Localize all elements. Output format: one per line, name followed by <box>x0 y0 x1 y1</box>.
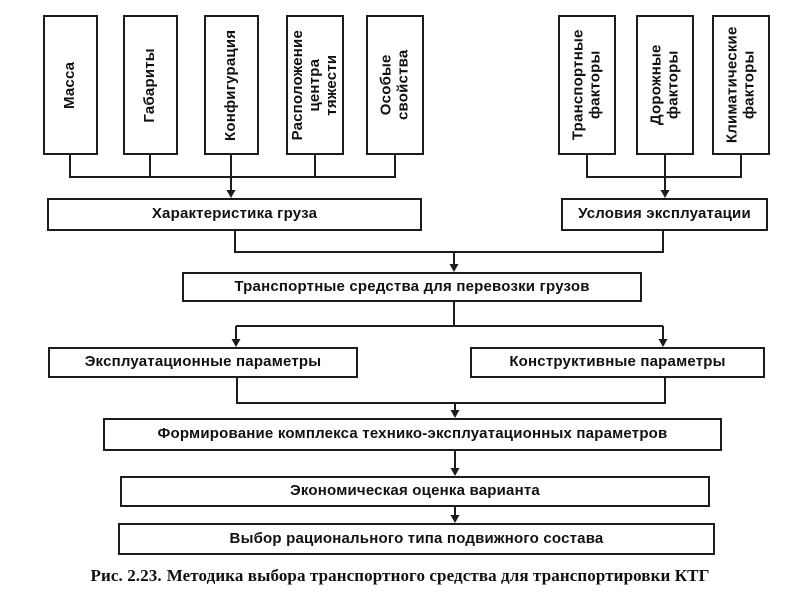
node-parameter-complex-formation: Формирование комплекса технико-эксплуата… <box>103 418 722 451</box>
figure-caption-text: Методика выбора транспортного средства д… <box>166 566 710 585</box>
node-special-properties-label: Особые свойства <box>377 49 411 121</box>
node-dimensions-label: Габариты <box>141 47 159 123</box>
node-climatic-factors: Климатические факторы <box>712 15 770 155</box>
node-operating-conditions-label: Условия эксплуатации <box>578 205 751 223</box>
node-parameter-complex-formation-label: Формирование комплекса технико-эксплуата… <box>157 425 668 443</box>
node-transport-factors-label: Транспортные факторы <box>569 29 603 141</box>
node-mass-label: Масса <box>61 61 79 109</box>
arrowheads <box>226 190 670 523</box>
node-center-of-gravity-label: Расположение центра тяжести <box>288 29 340 141</box>
node-economic-evaluation-label: Экономическая оценка варианта <box>290 482 540 500</box>
node-road-factors-label: Дорожные факторы <box>647 44 682 126</box>
node-rolling-stock-selection: Выбор рационального типа подвижного сост… <box>118 523 715 555</box>
node-operational-parameters-label: Эксплуатационные параметры <box>84 353 322 371</box>
node-configuration-label: Конфигурация <box>222 29 240 141</box>
node-mass: Масса <box>43 15 98 155</box>
node-dimensions: Габариты <box>123 15 178 155</box>
node-climatic-factors-label: Климатические факторы <box>723 26 757 144</box>
node-cargo-characteristics-label: Характеристика груза <box>151 205 318 223</box>
node-transport-vehicles-label: Транспортные средства для перевозки груз… <box>234 277 590 295</box>
node-cargo-characteristics: Характеристика груза <box>47 198 422 231</box>
node-center-of-gravity: Расположение центра тяжести <box>286 15 344 155</box>
node-special-properties: Особые свойства <box>366 15 424 155</box>
node-economic-evaluation: Экономическая оценка варианта <box>120 476 710 507</box>
node-configuration: Конфигурация <box>204 15 259 155</box>
node-rolling-stock-selection-label: Выбор рационального типа подвижного сост… <box>229 529 604 547</box>
node-design-parameters: Конструктивные параметры <box>470 347 765 378</box>
node-road-factors: Дорожные факторы <box>636 15 694 155</box>
node-operating-conditions: Условия эксплуатации <box>561 198 768 231</box>
node-transport-factors: Транспортные факторы <box>558 15 616 155</box>
node-operational-parameters: Эксплуатационные параметры <box>48 347 358 378</box>
node-transport-vehicles: Транспортные средства для перевозки груз… <box>182 272 642 302</box>
node-design-parameters-label: Конструктивные параметры <box>509 353 726 371</box>
figure-caption: Рис. 2.23.Методика выбора транспортного … <box>0 566 800 586</box>
figure-caption-number: Рис. 2.23. <box>90 566 162 585</box>
